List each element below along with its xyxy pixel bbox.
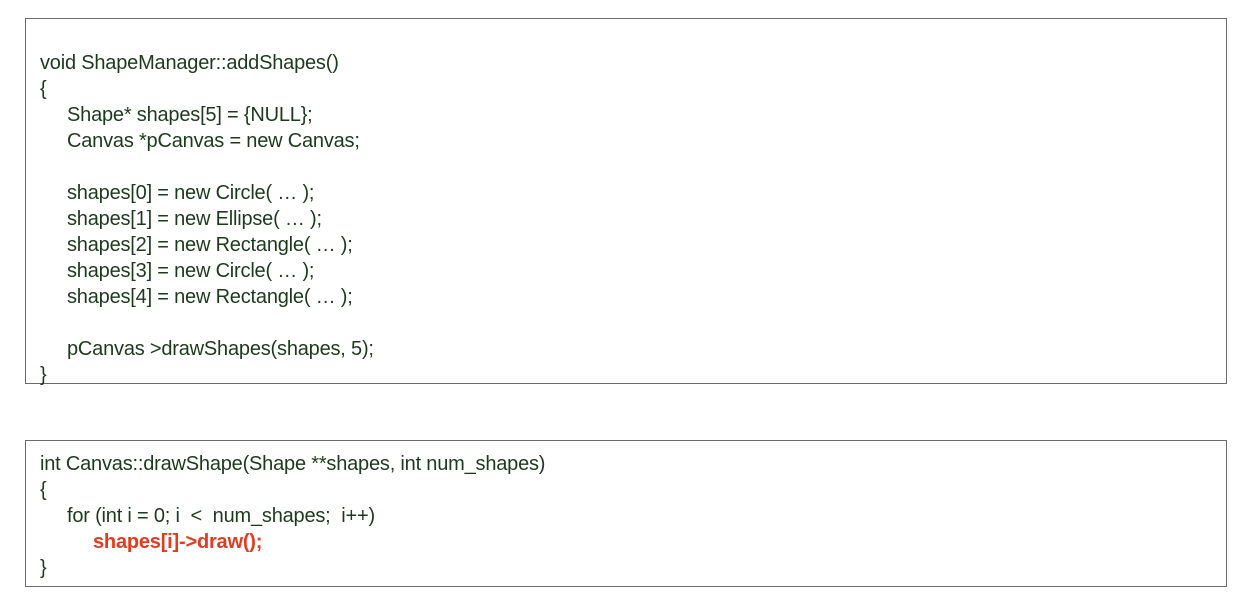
shape-assignment-line: shapes[1] = new Ellipse( … );: [67, 208, 322, 230]
function-signature-line: int Canvas::drawShape(Shape **shapes, in…: [40, 453, 546, 475]
shapes-array-declaration-line: Shape* shapes[5] = {NULL};: [67, 104, 313, 126]
open-brace-line: {: [40, 78, 47, 100]
for-loop-line: for (int i = 0; i < num_shapes; i++): [67, 505, 375, 527]
shape-assignment-line: shapes[2] = new Rectangle( … );: [67, 234, 353, 256]
add-shapes-code-block: void ShapeManager::addShapes() { Shape* …: [25, 18, 1227, 386]
highlighted-draw-call-line: shapes[i]->draw();: [93, 531, 263, 553]
shape-assignment-line: shapes[3] = new Circle( … );: [67, 260, 315, 282]
function-signature-line: void ShapeManager::addShapes(): [40, 52, 339, 74]
shape-assignment-line: shapes[4] = new Rectangle( … );: [67, 286, 353, 308]
blank-line: [40, 154, 1226, 180]
canvas-declaration-line: Canvas *pCanvas = new Canvas;: [67, 130, 360, 152]
draw-shape-code-block: int Canvas::drawShape(Shape **shapes, in…: [25, 440, 1227, 587]
close-brace-line: }: [40, 557, 47, 579]
shape-assignment-line: shapes[0] = new Circle( … );: [67, 182, 315, 204]
open-brace-line: {: [40, 479, 47, 501]
draw-shapes-call-line: pCanvas >drawShapes(shapes, 5);: [67, 338, 374, 360]
blank-line: [40, 310, 1226, 336]
close-brace-line: }: [40, 364, 47, 386]
